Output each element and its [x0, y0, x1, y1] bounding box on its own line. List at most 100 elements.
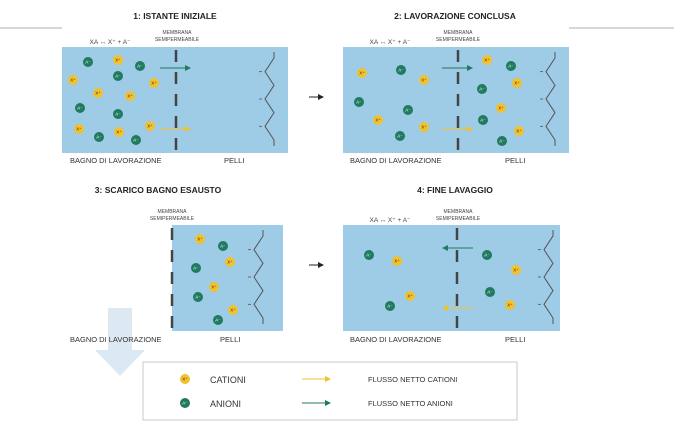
anion-particle-symbol: A⁻ [480, 118, 486, 123]
panel-title: 1: ISTANTE INIZIALE [133, 11, 217, 21]
anion-particle-symbol: A⁻ [77, 106, 83, 111]
legend-anion-icon: A⁻ [180, 398, 190, 408]
anion-particle-symbol: A⁻ [220, 244, 226, 249]
cation-particle-symbol: X⁺ [375, 118, 381, 123]
anion-particle [131, 135, 141, 145]
cation-particle-symbol: X⁺ [516, 129, 522, 134]
anion-particle-symbol: A⁻ [508, 64, 514, 69]
anion-particle-symbol: A⁻ [115, 112, 121, 117]
cation-particle-symbol: X⁺ [498, 106, 504, 111]
anion-particle-symbol: A⁻ [133, 138, 139, 143]
anion-particle-symbol: A⁻ [398, 68, 404, 73]
panel-title: 3: SCARICO BAGNO ESAUSTO [95, 185, 222, 195]
cation-particle-symbol: X⁺ [95, 91, 101, 96]
skin-label: PELLI [224, 156, 244, 165]
anion-particle [482, 250, 492, 260]
anion-particle-symbol: A⁻ [96, 135, 102, 140]
cation-particle [419, 75, 429, 85]
cation-particle-symbol: X⁺ [227, 260, 233, 265]
anion-particle-symbol: A⁻ [85, 60, 91, 65]
anion-particle [385, 301, 395, 311]
anion-particle-symbol: A⁻ [215, 318, 221, 323]
cation-particle [228, 305, 238, 315]
cation-particle-symbol: X⁺ [359, 71, 365, 76]
anion-particle-symbol: A⁻ [115, 74, 121, 79]
cation-particle [405, 291, 415, 301]
reaction-formula: XA ↔ X⁺ + A⁻ [369, 39, 411, 46]
legend-anions-label: ANIONI [210, 399, 241, 409]
cation-particle [225, 257, 235, 267]
anion-particle-symbol: A⁻ [366, 253, 372, 258]
membrane-label: MEMBRANA [158, 209, 188, 215]
anion-particle [83, 57, 93, 67]
cation-particle [74, 124, 84, 134]
cation-particle-symbol: X⁺ [115, 58, 121, 63]
cation-particle [209, 282, 219, 292]
cation-particle [357, 68, 367, 78]
cation-particle [511, 265, 521, 275]
anion-particle-symbol: A⁻ [484, 253, 490, 258]
cation-particle-symbol: X⁺ [421, 78, 427, 83]
svg-text:A⁻: A⁻ [182, 401, 188, 406]
legend-box [142, 361, 518, 421]
cation-particle-symbol: X⁺ [127, 94, 133, 99]
legend-anion-flow-label: FLUSSO NETTO ANIONI [368, 399, 453, 408]
cation-particle [505, 300, 515, 310]
cation-particle [496, 103, 506, 113]
cation-particle [68, 75, 78, 85]
cation-particle [125, 91, 135, 101]
bath-label: BAGNO DI LAVORAZIONE [350, 156, 442, 165]
cation-particle-symbol: X⁺ [147, 124, 153, 129]
cation-particle-symbol: X⁺ [211, 285, 217, 290]
cation-particle [419, 122, 429, 132]
anion-particle [191, 263, 201, 273]
membrane-label: SEMIPERMEABILE [436, 216, 481, 222]
anion-particle-symbol: A⁻ [356, 100, 362, 105]
legend-cation-icon: X⁺ [180, 374, 190, 384]
anion-particle [396, 65, 406, 75]
membrane-label: MEMBRANA [444, 209, 474, 215]
anion-particle [364, 250, 374, 260]
cation-particle [149, 78, 159, 88]
anion-particle [403, 105, 413, 115]
cation-particle [392, 256, 402, 266]
membrane-label: SEMIPERMEABILE [150, 216, 195, 222]
skin-profile [253, 230, 264, 324]
cation-particle-symbol: X⁺ [230, 308, 236, 313]
panel-title: 4: FINE LAVAGGIO [417, 185, 493, 195]
cation-particle-symbol: X⁺ [421, 125, 427, 130]
skin-label: PELLI [505, 156, 525, 165]
cation-particle-symbol: X⁺ [507, 303, 513, 308]
drain-arrow-icon [95, 308, 145, 376]
anion-particle [218, 241, 228, 251]
anion-particle [193, 292, 203, 302]
cation-particle-symbol: X⁺ [76, 127, 82, 132]
anion-particle-symbol: A⁻ [499, 139, 505, 144]
skin-profile [264, 52, 275, 146]
cation-particle [113, 55, 123, 65]
cation-particle-symbol: X⁺ [513, 268, 519, 273]
anion-particle [395, 131, 405, 141]
cation-particle-symbol: X⁺ [514, 81, 520, 86]
anion-particle-symbol: A⁻ [193, 266, 199, 271]
cation-particle [373, 115, 383, 125]
svg-text:X⁺: X⁺ [182, 377, 188, 382]
cation-particle [145, 121, 155, 131]
bath-area [172, 225, 283, 331]
cation-particle-symbol: X⁺ [197, 237, 203, 242]
anion-particle-symbol: A⁻ [487, 290, 493, 295]
anion-particle [94, 132, 104, 142]
panel-title: 2: LAVORAZIONE CONCLUSA [394, 11, 516, 21]
cation-particle [195, 234, 205, 244]
anion-particle [485, 287, 495, 297]
anion-particle [477, 84, 487, 94]
legend-cations-label: CATIONI [210, 375, 246, 385]
anion-particle-symbol: A⁻ [405, 108, 411, 113]
skin-label: PELLI [505, 335, 525, 344]
anion-particle [354, 97, 364, 107]
legend-cation-flow-label: FLUSSO NETTO CATIONI [368, 375, 457, 384]
anion-particle [135, 61, 145, 71]
membrane-label: SEMIPERMEABILE [436, 37, 481, 43]
cation-particle-symbol: X⁺ [407, 294, 413, 299]
